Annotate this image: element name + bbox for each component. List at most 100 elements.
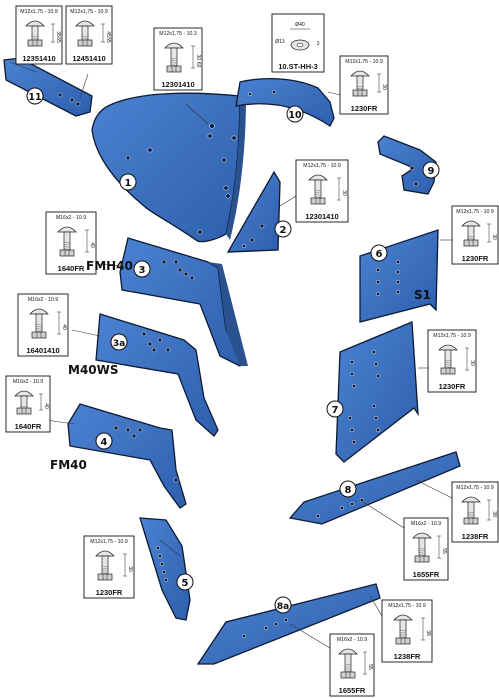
model-label-s1: S1 [414,288,431,302]
part-8a-bar [196,583,381,665]
part-9-bracket [377,135,437,195]
part-4-share [67,403,187,509]
bolt-spec: M12x1,75 - 10.9 [456,485,494,491]
bolt-box-b1640fr3[interactable]: M16x2 - 10.9 1640FR 40 [45,211,97,275]
dimension-label: 65 [55,37,61,43]
bolt-icon [95,550,115,581]
callout-3a[interactable]: 3a [110,333,128,351]
model-label-fm40: FM40 [50,458,87,472]
part-6-plate [359,229,439,323]
callout-5[interactable]: 5 [176,573,194,591]
svg-text:2: 2 [280,225,287,236]
bolt-code: 1640FR [58,264,85,273]
svg-text:8a: 8a [277,602,289,612]
dimension-label: 35 [55,31,61,37]
dimension-label: 45 [105,31,111,37]
bolt-spec: M16x2 - 10.9 [56,215,86,221]
bolt-spec: M12x1,75 - 10.9 [303,163,341,169]
bolt-icon [461,496,481,525]
bolt-icon [14,390,34,415]
part-1-mouldboard [91,92,246,243]
bolt-spec: M16x2 - 10.9 [28,297,58,303]
part-5-point [139,517,191,621]
bolt-icon [164,42,184,73]
bolt-icon [57,226,77,257]
callout-8[interactable]: 8 [339,480,357,498]
callout-10[interactable]: 10 [286,105,304,123]
callout-1[interactable]: 1 [119,173,137,191]
callout-3[interactable]: 3 [133,260,151,278]
svg-text:6: 6 [376,249,383,260]
dimension-label: 30 [341,190,347,196]
bolt-spec: M12x1,75 - 10.9 [70,9,108,15]
dimension-label: 30 [195,55,201,61]
callout-9[interactable]: 9 [422,161,440,179]
bolt-code: 1655FR [413,570,440,579]
dimension-label: Ø13 [275,39,285,45]
bolt-code: 1230FR [462,254,489,263]
bolt-icon [25,20,45,47]
part-3-share [119,237,248,367]
callout-2[interactable]: 2 [274,220,292,238]
dimension-label: 30 [469,360,475,366]
bolt-box-b1230fr5[interactable]: M12x1,75 - 10.9 1230FR 30 [83,535,135,599]
bolt-spec: M12x1,75 - 10.9 [388,603,426,609]
bolt-spec: M12x1,75 - 10.9 [90,539,128,545]
bolt-spec: M12x1,75 - 10.3 [159,31,197,37]
dimension-label: 40 [43,403,49,409]
bolt-icon [29,308,49,339]
callout-6[interactable]: 6 [370,244,388,262]
bolt-code: 1238FR [462,532,489,541]
part-7-plate [335,321,419,463]
callouts: 11 1 10 9 2 3 6 3a 7 4 8 5 8a [26,87,440,614]
washer-icon [290,28,310,51]
part-8-bar [288,451,461,525]
bolt-code: 1230FR [96,588,123,597]
callout-7[interactable]: 7 [326,400,344,418]
bolt-icon [308,174,328,205]
part-11-strip [3,57,93,117]
dimension-label: Ø40 [295,22,305,28]
svg-text:5: 5 [182,578,189,589]
svg-text:7: 7 [332,405,339,416]
dimension-label: 38 [491,511,497,517]
bolt-spec: M16x2 - 10.9 [13,379,43,385]
dimension-label: 30 [381,84,387,90]
callout-11[interactable]: 11 [26,87,44,105]
callout-4[interactable]: 4 [95,432,113,450]
callout-8a[interactable]: 8a [274,596,292,614]
dimension-label: 30 [491,234,497,240]
bolt-code: 1230FR [439,382,466,391]
svg-text:8: 8 [345,485,352,496]
bolt-code: 10.ST-HH-3 [278,62,318,71]
bolt-box-b1238fr8[interactable]: M12x1,75 - 10.9 1238FR 38 [451,481,499,543]
dimension-label: 3 [317,41,320,47]
svg-text:3: 3 [139,265,146,276]
model-label-fmh40: FMH40 [86,259,133,273]
part-10-strip [235,78,335,127]
dimension-label: 30 [127,566,133,572]
bolt-code: 1655FR [339,686,366,695]
bolt-box-b1230fr6[interactable]: M12x1,75 - 10.9 1230FR 30 [451,205,499,265]
dimension-label: 40 [89,242,95,248]
bolt-spec: M12x1,75 - 10.9 [456,209,494,215]
bolt-icon [338,648,358,679]
bolt-code: 12451410 [72,54,105,63]
bolt-code: 16401410 [26,346,59,355]
bolt-code: 1238FR [394,652,421,661]
bolt-icon [350,70,370,97]
